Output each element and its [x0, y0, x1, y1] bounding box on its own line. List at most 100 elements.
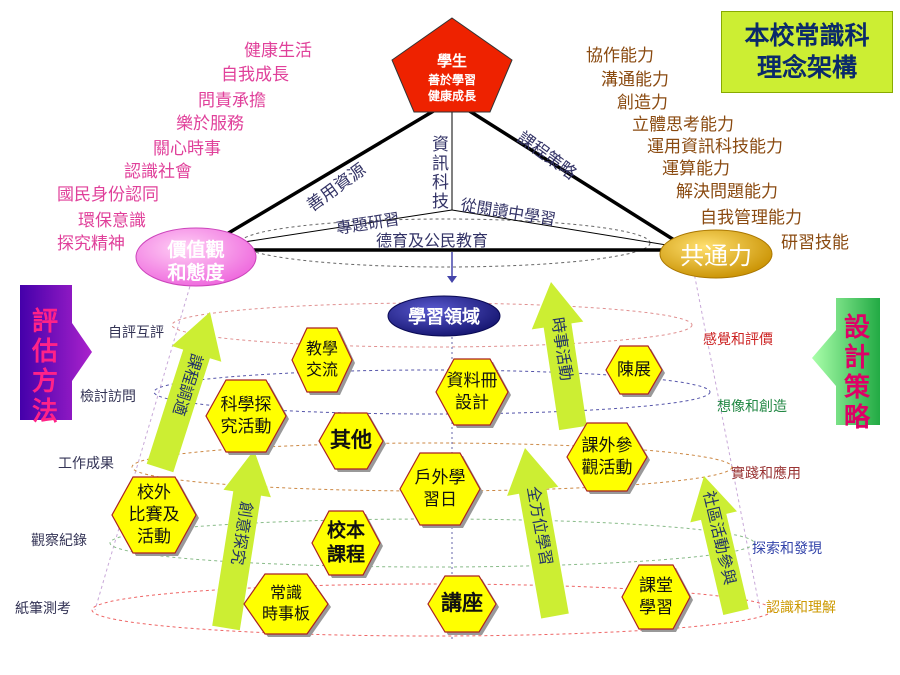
cone-left-edge — [94, 251, 201, 611]
activity-label: 戶外學 — [415, 468, 466, 488]
activity-label: 活動 — [137, 527, 171, 547]
activity-label: 比賽及 — [129, 504, 180, 525]
activity-hexagon — [435, 358, 509, 426]
activity-label: 常識 — [270, 583, 302, 602]
assessment-char-4: 法 — [32, 397, 58, 427]
activity-hexagon — [243, 573, 329, 635]
assessment-char-3: 方 — [32, 366, 58, 397]
activity-label: 資料冊 — [447, 371, 498, 391]
apex-line-2: 善於學習 — [428, 72, 476, 87]
design-label: 設 計 策 略 — [844, 312, 871, 433]
design-char-2: 計 — [844, 342, 870, 373]
activity-hexagon — [566, 422, 648, 492]
skills-item: 研習技能 — [781, 233, 849, 253]
values-item: 國民身份認同 — [57, 185, 159, 205]
level-rings — [91, 218, 773, 637]
skills-item: 立體思考能力 — [632, 115, 734, 135]
activity-label: 設計 — [455, 393, 489, 413]
values-item: 問責承擔 — [198, 91, 266, 111]
activity-hexagon — [318, 412, 384, 470]
assessment-method: 檢討訪問 — [80, 389, 136, 405]
design-strategy: 感覺和評價 — [703, 332, 773, 348]
inner-right-label: 從閱讀中學習 — [459, 195, 557, 229]
values-item: 自我成長 — [221, 65, 289, 85]
design-char-3: 策 — [844, 372, 870, 403]
activity-label: 科學探 — [221, 395, 272, 415]
values-item: 環保意識 — [78, 211, 146, 231]
activity-hexagon — [399, 452, 481, 526]
center-char-2: 訊 — [432, 154, 449, 174]
activity-label: 時事板 — [262, 604, 310, 623]
assessment-method: 工作成果 — [58, 456, 114, 472]
activity-hexagon — [621, 564, 691, 630]
values-item: 探究精神 — [57, 234, 125, 254]
skills-item: 自我管理能力 — [700, 208, 802, 228]
triangle-base-label: 德育及公民教育 — [376, 231, 488, 250]
activity-hexagon — [111, 476, 197, 554]
title-box: 本校常識科 理念架構 — [721, 11, 893, 93]
design-char-1: 設 — [844, 312, 871, 343]
activity-label: 講座 — [441, 591, 483, 615]
strategy-arrow — [212, 450, 271, 631]
core-triangle — [199, 98, 691, 252]
activity-label: 交流 — [306, 360, 338, 379]
generic-skills-node — [659, 229, 773, 279]
activity-label: 習日 — [423, 490, 457, 510]
title-line-2: 理念架構 — [756, 53, 857, 82]
activity-label: 教學 — [306, 339, 338, 358]
activity-label: 陳展 — [617, 360, 651, 380]
apex-line-1: 學生 — [437, 52, 467, 70]
center-char-1: 資 — [432, 135, 449, 155]
strategy-arrow — [531, 282, 587, 431]
skills-item: 創造力 — [617, 93, 668, 113]
design-strategy: 探索和發現 — [752, 541, 822, 557]
design-strategy: 實踐和應用 — [731, 466, 801, 482]
learning-areas-label: 學習領域 — [408, 306, 480, 328]
activity-label: 學習 — [639, 598, 673, 618]
activity-label: 課程 — [327, 543, 365, 566]
strategy-arrow — [146, 312, 222, 473]
assessment-method: 自評互評 — [108, 325, 164, 341]
activity-label: 課外參 — [582, 436, 633, 456]
activity-label: 觀活動 — [582, 458, 633, 478]
triangle-center-label: 資 訊 科 技 — [432, 135, 454, 212]
design-strategy: 認識和理解 — [766, 600, 836, 616]
values-item: 關心時事 — [153, 139, 221, 159]
cone-right-edge — [689, 251, 761, 611]
activity-label: 課堂 — [639, 576, 673, 596]
assessment-method: 紙筆測考 — [15, 601, 71, 617]
values-attitudes-node — [135, 227, 257, 287]
skills-item: 運算能力 — [662, 159, 730, 179]
assessment-label: 評 估 方 法 — [31, 306, 58, 427]
values-item: 認識社會 — [124, 162, 192, 182]
down-arrow-head — [447, 276, 457, 283]
activity-label: 校本 — [327, 519, 365, 542]
title-line-1: 本校常識科 — [744, 21, 870, 50]
apex-line-3: 健康成長 — [428, 88, 477, 103]
center-char-4: 技 — [432, 192, 449, 212]
activity-label: 究活動 — [221, 417, 272, 437]
activity-label: 其他 — [330, 428, 372, 452]
strategy-arrow — [507, 448, 569, 619]
design-strategy: 想像和創造 — [717, 399, 787, 415]
strategy-arrow — [690, 476, 749, 615]
design-arrow — [812, 298, 880, 425]
values-item: 健康生活 — [244, 41, 312, 61]
skills-item: 溝通能力 — [601, 70, 669, 90]
values-item: 樂於服務 — [176, 114, 244, 134]
skills-item: 協作能力 — [586, 46, 654, 66]
skills-item: 運用資訊科技能力 — [647, 137, 783, 157]
values-node-line-2: 和態度 — [167, 261, 225, 284]
center-char-3: 科 — [432, 173, 449, 193]
design-char-4: 略 — [844, 402, 871, 433]
values-node-line-1: 價值觀 — [166, 238, 224, 261]
activity-hexagon — [291, 327, 353, 393]
activity-hexagon — [427, 575, 497, 633]
generic-skills-label: 共通力 — [680, 242, 752, 270]
activity-hexagon — [605, 345, 663, 395]
activity-hexagon — [205, 379, 287, 453]
assessment-arrow — [20, 285, 92, 420]
assessment-char-1: 評 — [32, 306, 58, 337]
student-pentagon — [391, 17, 513, 113]
